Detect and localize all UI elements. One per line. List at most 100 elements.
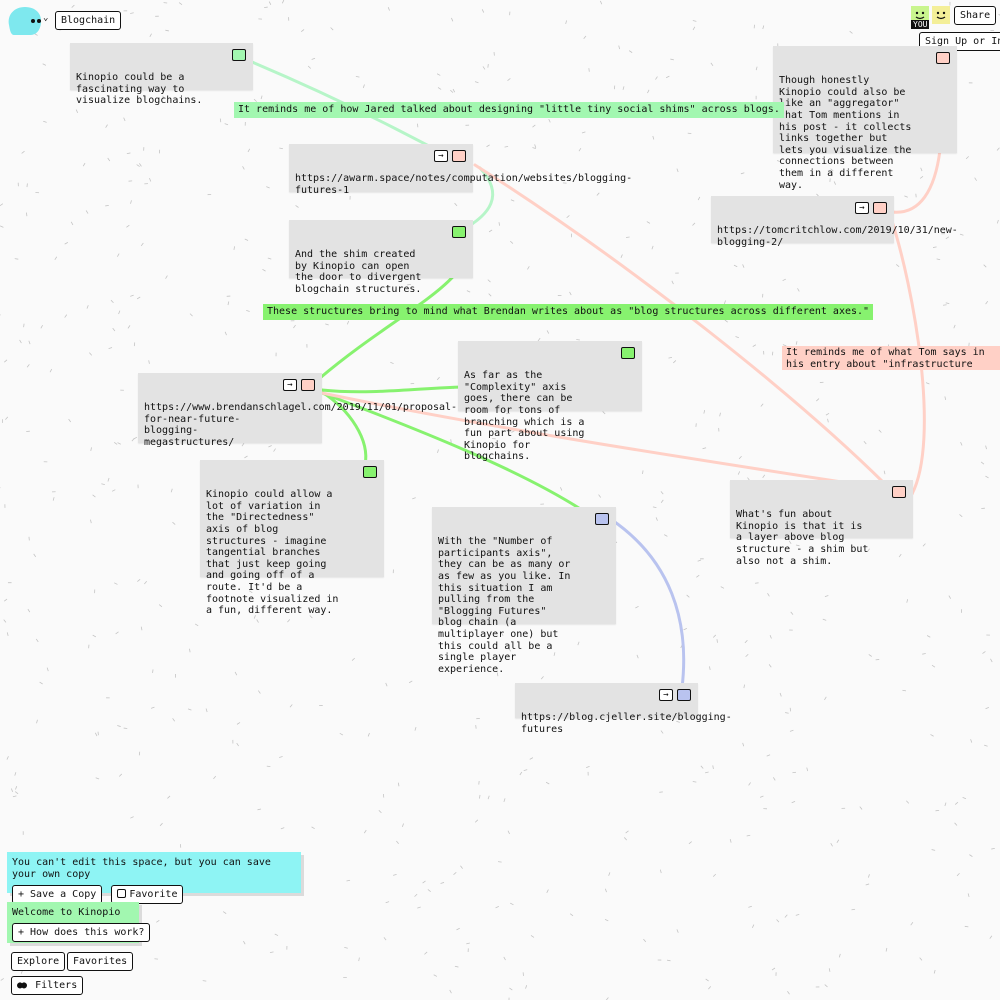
card-url-awarm-space[interactable]: https://awarm.space/notes/computation/we…	[289, 144, 632, 196]
connection-label-tom-infrastructure[interactable]: It reminds me of what Tom says in his en…	[782, 346, 1000, 370]
speckle	[985, 445, 987, 450]
speckle	[941, 233, 945, 235]
open-link-arrow-icon[interactable]: →	[855, 202, 869, 214]
connector-icon[interactable]	[301, 379, 315, 391]
speckle	[624, 837, 627, 841]
open-link-arrow-icon[interactable]: →	[659, 689, 673, 701]
favorite-button[interactable]: Favorite	[111, 885, 184, 904]
card-url-cjeller[interactable]: https://blog.cjeller.site/blogging-futur…	[515, 683, 732, 735]
kinopio-logo[interactable]	[6, 5, 44, 37]
speckle	[224, 331, 227, 336]
how-does-this-work-button[interactable]: + How does this work?	[12, 923, 151, 942]
speckle	[194, 623, 199, 627]
speckle	[618, 45, 620, 50]
speckle	[115, 631, 119, 635]
speckle	[0, 314, 1, 317]
binoculars-icon: ●●	[17, 980, 27, 991]
favorites-button[interactable]: Favorites	[67, 952, 134, 971]
speckle	[232, 739, 234, 744]
speckle	[123, 117, 126, 122]
user-avatar-you[interactable]	[911, 6, 929, 24]
card-directedness-axis[interactable]: Kinopio could allow a lot of variation i…	[200, 460, 384, 616]
speckle	[970, 739, 973, 743]
speckle	[244, 238, 249, 241]
card-url-brendanschlagel[interactable]: https://www.brendanschlagel.com/2019/11/…	[138, 373, 457, 448]
speckle	[450, 89, 454, 93]
speckle	[752, 344, 757, 347]
speckle	[422, 880, 426, 884]
speckle	[117, 253, 120, 257]
speckle	[175, 674, 176, 678]
speckle	[525, 985, 528, 989]
speckle	[729, 839, 732, 843]
speckle	[745, 653, 749, 658]
space-menu-chevron-down-icon[interactable]: ⌄	[43, 13, 49, 23]
speckle	[754, 582, 759, 584]
speckle	[933, 969, 936, 974]
speckle	[466, 942, 470, 945]
speckle	[5, 416, 9, 420]
card-shim-divergent-structures[interactable]: And the shim created by Kinopio can open…	[289, 220, 473, 295]
speckle	[143, 147, 145, 151]
connector-icon[interactable]	[452, 226, 466, 238]
speckle	[172, 718, 176, 722]
speckle	[437, 87, 442, 90]
connector-icon[interactable]	[873, 202, 887, 214]
speckle	[791, 800, 796, 804]
speckle	[795, 341, 798, 345]
connector-icon[interactable]	[452, 150, 466, 162]
card-kinopio-visualize-blogchains[interactable]: Kinopio could be a fascinating way to vi…	[70, 43, 253, 106]
speckle	[671, 280, 674, 285]
connector-icon[interactable]	[232, 49, 246, 61]
open-link-arrow-icon[interactable]: →	[283, 379, 297, 391]
connector-icon[interactable]	[936, 52, 950, 64]
speckle	[695, 423, 697, 427]
filters-button[interactable]: ●● Filters	[11, 976, 84, 995]
speckle	[385, 682, 388, 687]
open-link-arrow-icon[interactable]: →	[434, 150, 448, 162]
connection-label-brendan-axes[interactable]: These structures bring to mind what Bren…	[263, 304, 874, 320]
speckle	[980, 461, 985, 465]
share-button[interactable]: Share	[954, 6, 997, 25]
speckle	[130, 12, 134, 14]
speckle	[703, 409, 706, 414]
speckle	[655, 76, 658, 80]
speckle	[397, 782, 400, 787]
speckle	[242, 166, 245, 170]
speckle	[719, 412, 721, 417]
explore-button[interactable]: Explore	[11, 952, 66, 971]
card-aggregator[interactable]: Though honestly Kinopio could also be li…	[773, 46, 957, 191]
space-name-button[interactable]: Blogchain	[55, 11, 122, 30]
speckle	[527, 266, 530, 270]
connection-label-jared-shims[interactable]: It reminds me of how Jared talked about …	[234, 102, 784, 118]
card-complexity-axis[interactable]: As far as the "Complexity" axis goes, th…	[458, 341, 642, 462]
speckle	[453, 872, 457, 875]
connector-icon[interactable]	[892, 486, 906, 498]
speckle	[474, 81, 479, 84]
card-url-tomcritchlow[interactable]: https://tomcritchlow.com/2019/10/31/new-…	[711, 196, 958, 248]
speckle	[412, 497, 416, 500]
connector-icon[interactable]	[621, 347, 635, 359]
user-avatar-collaborator[interactable]	[932, 6, 950, 24]
connector-icon[interactable]	[363, 466, 377, 478]
speckle	[507, 78, 511, 81]
speckle	[42, 63, 47, 66]
connector-icon[interactable]	[595, 513, 609, 525]
speckle	[43, 120, 47, 123]
speckle	[959, 233, 964, 236]
speckle	[179, 844, 182, 848]
card-layer-above-blog-structure[interactable]: What's fun about Kinopio is that it is a…	[730, 480, 913, 567]
speckle	[768, 664, 772, 668]
speckle	[787, 991, 790, 995]
speckle	[247, 148, 251, 153]
speckle	[932, 246, 937, 248]
speckle	[692, 26, 696, 31]
card-participants-axis[interactable]: With the "Number of participants axis", …	[432, 507, 616, 675]
speckle	[583, 35, 587, 40]
speckle	[922, 543, 926, 547]
connector-icon[interactable]	[677, 689, 691, 701]
speckle	[748, 905, 752, 908]
speckle	[346, 320, 350, 325]
speckle	[902, 689, 907, 692]
speckle	[789, 629, 793, 631]
